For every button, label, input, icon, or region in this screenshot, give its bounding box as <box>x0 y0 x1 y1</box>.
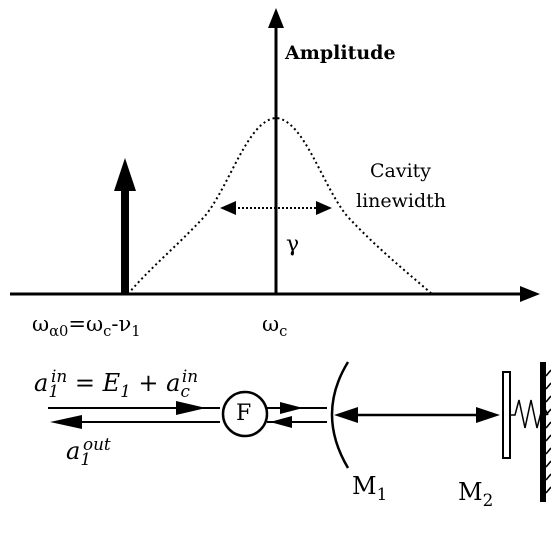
input-field-equation: a1in = E1 + acin <box>34 366 199 401</box>
mirror-m2-label: M2 <box>458 478 494 510</box>
cavity-linewidth-label-line1: Cavity <box>370 160 432 182</box>
pump-arrow-head <box>114 158 136 191</box>
cavity-beam-left-arrowhead <box>334 407 358 423</box>
output-field-label: a1out <box>66 434 111 469</box>
cavity-lorentzian-curve <box>127 116 433 295</box>
linewidth-arrow-right-head <box>316 201 332 215</box>
mirror-m1 <box>330 361 350 469</box>
mirror-to-filter-arrowhead <box>270 416 292 428</box>
frequency-axis-arrowhead <box>520 286 540 302</box>
output-beam-arrowhead <box>50 415 82 429</box>
wall <box>540 362 546 502</box>
mirror-m1-label: M1 <box>352 472 388 504</box>
cavity-frequency-label: ωc <box>262 312 288 341</box>
amplitude-axis-arrowhead <box>268 8 284 28</box>
cavity-linewidth-label-line2: linewidth <box>356 190 447 212</box>
pump-frequency-label: ωα0=ωc-ν1 <box>32 312 141 341</box>
amplitude-axis-label: Amplitude <box>285 42 396 64</box>
wall-hatching <box>545 369 551 494</box>
mirror-m2 <box>502 371 511 459</box>
filter-label: F <box>236 401 252 426</box>
cavity-beam-right-arrowhead <box>476 407 500 423</box>
filter-to-mirror-arrowhead <box>280 402 303 414</box>
input-beam-arrowhead <box>176 401 206 415</box>
pump-arrow-shaft <box>121 188 129 294</box>
linewidth-arrow-left-head <box>220 201 236 215</box>
filter-circle <box>221 390 269 438</box>
gamma-label: γ <box>286 232 300 257</box>
